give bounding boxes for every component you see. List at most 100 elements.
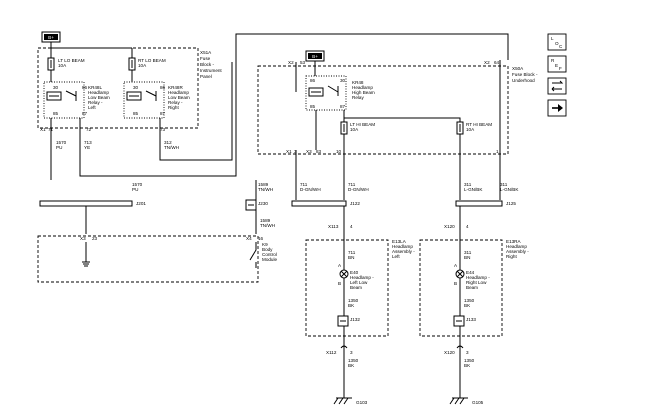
svg-text:4: 4 [350,224,353,229]
svg-text:Relay -: Relay - [88,100,103,105]
svg-text:Beam: Beam [350,285,362,290]
splice-j132: J132 [337,315,360,327]
svg-text:Left: Left [392,254,400,259]
svg-text:Body: Body [262,247,273,252]
headlamp-bulb-left-icon [339,269,349,279]
svg-text:RT HI BEAM: RT HI BEAM [466,122,492,127]
svg-text:83: 83 [316,149,322,154]
splice-j122: J122 [291,200,360,207]
svg-text:X112: X112 [326,350,337,355]
svg-text:10A: 10A [138,63,147,68]
svg-text:X120: X120 [444,224,455,229]
svg-text:J230: J230 [258,201,268,206]
svg-text:30: 30 [340,78,346,83]
svg-text:Headlamp -: Headlamp - [350,275,374,280]
svg-text:X4: X4 [246,236,252,241]
legend-ref-icon[interactable]: R E F [547,55,567,73]
svg-text:1589: 1589 [260,218,271,223]
legend-loc-icon[interactable]: L O C [547,33,567,51]
svg-text:Headlamp: Headlamp [352,85,373,90]
svg-text:10: 10 [336,149,342,154]
svg-text:G105: G105 [472,400,484,405]
svg-text:10A: 10A [466,127,475,132]
svg-text:High Beam: High Beam [352,90,375,95]
svg-text:B: B [338,281,341,286]
svg-text:KR48: KR48 [352,80,364,85]
svg-text:BK: BK [348,303,355,308]
svg-text:1350: 1350 [348,298,359,303]
svg-text:L-GN/BK: L-GN/BK [500,187,519,192]
svg-text:1350: 1350 [464,358,475,363]
svg-text:D-GN/WH: D-GN/WH [348,187,369,192]
svg-text:Headlamp: Headlamp [506,244,527,249]
svg-text:10A: 10A [350,127,359,132]
svg-text:Assembly -: Assembly - [392,249,415,254]
svg-text:K9: K9 [262,242,268,247]
svg-text:YE: YE [84,145,90,150]
svg-text:D-GN/WH: D-GN/WH [300,187,321,192]
svg-text:Headlamp: Headlamp [88,90,109,95]
svg-text:J122: J122 [350,201,360,206]
svg-text:Relay -: Relay - [168,100,183,105]
svg-text:Right Low: Right Low [466,280,487,285]
fuse-block-ip-line2: Block - [200,62,215,67]
svg-text:PU: PU [132,187,138,192]
fuse-block-underhood-outline [257,65,509,155]
svg-text:1350: 1350 [348,358,359,363]
svg-text:G103: G103 [356,400,368,405]
svg-text:64: 64 [494,60,500,65]
svg-text:Module: Module [262,257,278,262]
svg-text:PU: PU [56,145,62,150]
svg-text:Headlamp: Headlamp [168,90,189,95]
relay-kr48l: 30 86 85 87 KR48L Headlamp Low Beam Rela… [43,81,110,119]
svg-text:F: F [559,66,562,71]
svg-text:BK: BK [464,363,471,368]
svg-text:Underhood: Underhood [512,78,535,83]
svg-text:X2: X2 [288,60,294,65]
svg-text:3: 3 [350,350,353,355]
svg-text:72: 72 [86,127,92,132]
svg-text:23: 23 [92,236,98,241]
arrow-icon[interactable] [547,99,567,117]
headlamp-bulb-right-icon [455,269,465,279]
svg-text:86: 86 [310,78,316,83]
svg-text:73: 73 [160,127,166,132]
fuse-block-ip-line1: Fuse [200,56,211,61]
svg-text:85: 85 [310,104,316,109]
svg-text:1350: 1350 [464,298,475,303]
splice-j230: J230 [245,199,268,211]
svg-text:E44: E44 [466,270,475,275]
svg-text:TN/WH: TN/WH [164,145,179,150]
splice-j133: J133 [453,315,476,327]
svg-text:BK: BK [348,363,355,368]
svg-text:BN: BN [464,255,470,260]
fuse-block-ip-id: X51A [200,50,212,55]
svg-text:J125: J125 [506,201,516,206]
svg-text:TN/WH: TN/WH [260,223,275,228]
svg-text:X120: X120 [444,350,455,355]
fuse-rt-lo-beam: RT LO BEAM 10A [128,57,166,71]
svg-text:1: 1 [496,149,499,154]
svg-text:Right: Right [506,254,517,259]
svg-text:312: 312 [164,140,172,145]
svg-text:J201: J201 [136,201,146,206]
body-control-module-outline [37,235,259,283]
svg-text:Low Beam: Low Beam [168,95,190,100]
headlamp-assembly-right-outline [419,239,503,337]
splice-j201: J201 [39,200,146,207]
svg-text:RT LO BEAM: RT LO BEAM [138,58,166,63]
svg-text:Left: Left [88,105,96,110]
svg-text:10A: 10A [58,63,67,68]
svg-text:53: 53 [300,60,306,65]
fuse-lt-lo-beam: LT LO BEAM 10A [47,57,85,71]
svg-text:711: 711 [348,182,356,187]
svg-text:R: R [551,58,555,63]
data-flow-icon[interactable] [547,77,567,95]
splice-j125: J125 [455,200,516,207]
svg-text:1570: 1570 [132,182,143,187]
svg-text:X3: X3 [306,149,312,154]
svg-text:87: 87 [340,104,346,109]
svg-text:Left Low: Left Low [350,280,368,285]
svg-text:J133: J133 [466,317,476,322]
